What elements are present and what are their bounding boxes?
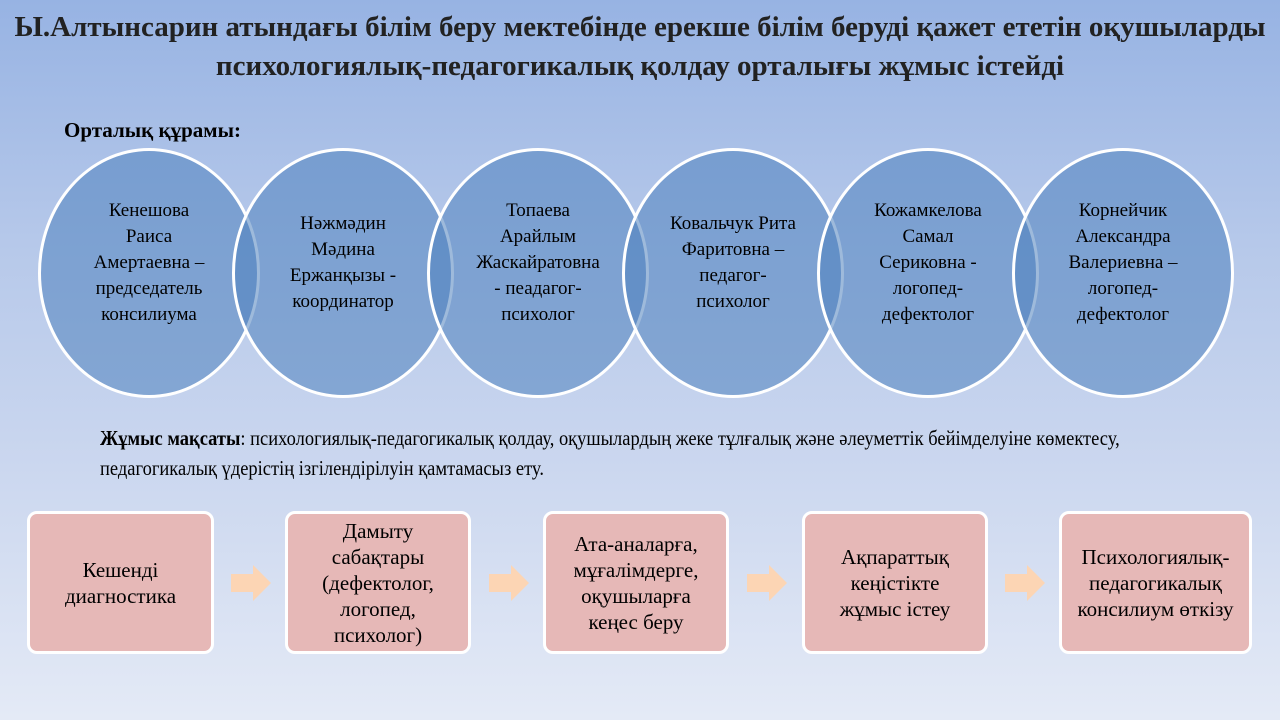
member-text: Корнейчик Александра Валериевна – логопе… <box>1068 200 1178 325</box>
step-text: Психологиялық- педагогикалық консилиум ө… <box>1077 544 1234 621</box>
arrow-right-icon <box>1005 565 1045 601</box>
member-text: Ковальчук Рита Фаритовна – педагог- псих… <box>670 213 796 312</box>
step-box: Дамыту сабақтары (дефектолог, логопед, п… <box>285 511 471 654</box>
member-circle: Корнейчик Александра Валериевна – логопе… <box>1012 148 1234 398</box>
member-circle: Топаева Арайлым Жаскайратовна - пеадагог… <box>427 148 649 398</box>
member-text: Нәжмәдин Мәдина Ержанқызы - координатор <box>289 213 397 312</box>
member-circle: Кожамкелова Самал Сериковна - логопед- д… <box>817 148 1039 398</box>
member-text: Кожамкелова Самал Сериковна - логопед- д… <box>874 200 982 325</box>
step-text: Ақпараттық кеңістікте жұмыс істеу <box>839 544 951 621</box>
member-circle: Кенешова Раиса Амертаевна – председатель… <box>38 148 260 398</box>
member-circle: Нәжмәдин Мәдина Ержанқызы - координатор <box>232 148 454 398</box>
step-box: Психологиялық- педагогикалық консилиум ө… <box>1059 511 1252 654</box>
member-text: Топаева Арайлым Жаскайратовна - пеадагог… <box>476 200 600 325</box>
member-text: Кенешова Раиса Амертаевна – председатель… <box>93 200 205 325</box>
step-text: Кешенді диагностика <box>64 557 177 608</box>
step-box: Ақпараттық кеңістікте жұмыс істеу <box>802 511 988 654</box>
arrow-right-icon <box>747 565 787 601</box>
goal-label: Жұмыс мақсаты <box>100 426 241 450</box>
members-heading: Орталық құрамы: <box>64 118 241 142</box>
step-box: Кешенді диагностика <box>27 511 214 654</box>
slide-title: Ы.Алтынсарин атындағы білім беру мектебі… <box>14 11 1266 82</box>
member-circle: Ковальчук Рита Фаритовна – педагог- псих… <box>622 148 844 398</box>
step-box: Ата-аналарға, мұғалімдерге, оқушыларға к… <box>543 511 729 654</box>
step-text: Ата-аналарға, мұғалімдерге, оқушыларға к… <box>573 531 699 634</box>
goal-text: : психологиялық-педагогикалық қолдау, оқ… <box>100 426 1120 480</box>
arrow-right-icon <box>489 565 529 601</box>
arrow-right-icon <box>231 565 271 601</box>
goal-paragraph: Жұмыс мақсаты: психологиялық-педагогикал… <box>100 423 1191 483</box>
step-text: Дамыту сабақтары (дефектолог, логопед, п… <box>322 518 434 647</box>
